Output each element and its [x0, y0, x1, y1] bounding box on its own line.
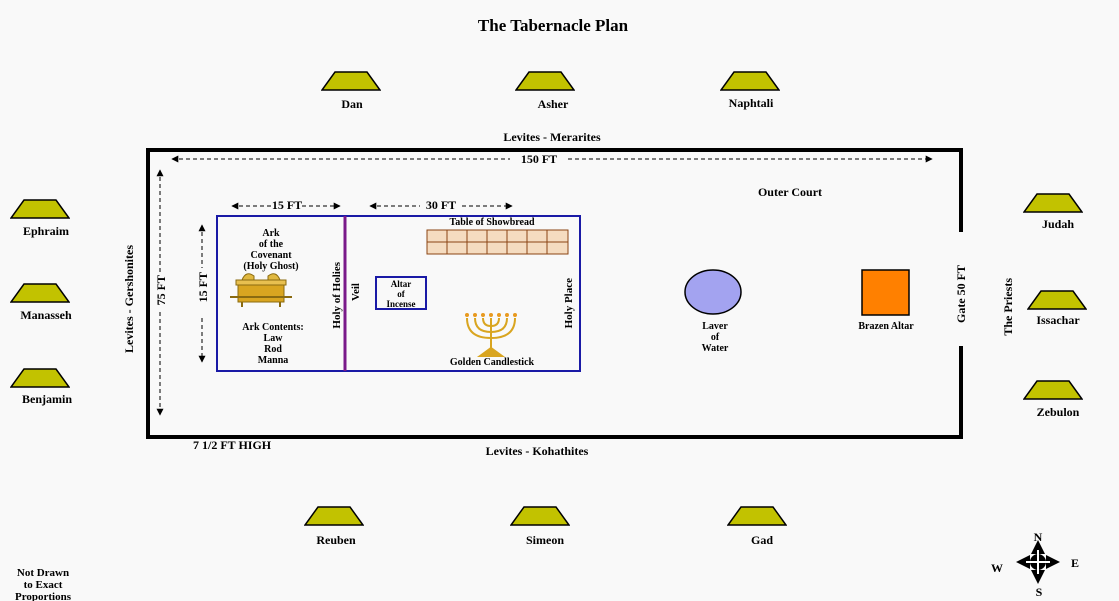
holy-place-label: Holy Place: [563, 278, 575, 329]
tribe-tent-icon: [727, 506, 787, 526]
tribe-tent-icon: [720, 71, 780, 91]
note-line: to Exact: [23, 579, 63, 591]
incense-label-line: of: [397, 289, 405, 299]
tribe-tent-icon: [10, 283, 70, 303]
tribe-tent-icon: [510, 506, 570, 526]
tribe-tent-icon: [321, 71, 381, 91]
tribe-tent-icon: [1027, 290, 1087, 310]
laver-label-line: Water: [701, 343, 729, 354]
showbread-label: Table of Showbread: [449, 217, 535, 228]
ark-label-line: Covenant: [250, 250, 292, 261]
tribe-label-issachar: Issachar: [1036, 313, 1080, 327]
ark-label-line: (Holy Ghost): [243, 261, 299, 272]
page-title: The Tabernacle Plan: [477, 16, 629, 35]
holy-of-holies-label: Holy of Holies: [331, 262, 343, 329]
levites-south-label: Levites - Kohathites: [485, 444, 589, 458]
width-label: 75 FT: [154, 275, 168, 306]
tribe-tent-icon: [515, 71, 575, 91]
compass-icon: [1016, 540, 1060, 584]
compass-north-label: N: [1033, 530, 1043, 544]
outer-court-label: Outer Court: [757, 185, 823, 199]
compass-south-label: S: [1035, 585, 1043, 599]
brazen-altar-label: Brazen Altar: [858, 321, 914, 332]
ark-contents-line: Law: [263, 333, 283, 344]
candlestick-icon: [466, 317, 516, 357]
brazen-altar: [861, 269, 910, 316]
tribe-label-zebulon: Zebulon: [1036, 405, 1080, 419]
candle-flames: [465, 313, 517, 317]
laver-label: Laver of Water: [702, 321, 729, 354]
proportions-note: Not Drawn to Exact Proportions: [15, 567, 71, 601]
ark-label-line: Ark: [262, 228, 280, 239]
compass-east-label: E: [1070, 556, 1080, 570]
outer-court-wall: [146, 148, 963, 439]
candlestick-label: Golden Candlestick: [449, 357, 535, 368]
ark-label-line: of the: [258, 239, 284, 250]
incense-label-line: Altar: [390, 279, 412, 289]
gate-label: Gate 50 FT: [954, 265, 968, 323]
holies-length-label: 15 FT: [271, 198, 303, 212]
holy-place-length-label: 30 FT: [425, 198, 457, 212]
tribe-label-reuben: Reuben: [316, 533, 356, 547]
priests-label: The Priests: [1001, 278, 1015, 336]
incense-label-line: Incense: [386, 299, 416, 309]
tribe-label-asher: Asher: [537, 97, 569, 111]
tribe-tent-icon: [10, 368, 70, 388]
holies-width-label: 15 FT: [196, 272, 210, 303]
tribe-tent-icon: [1023, 193, 1083, 213]
tribe-tent-icon: [10, 199, 70, 219]
ark-contents-line: Manna: [257, 355, 289, 366]
altar-of-incense: [375, 276, 427, 310]
levites-north-label: Levites - Merarites: [503, 130, 601, 144]
tabernacle-tent: [216, 215, 581, 372]
note-line: Not Drawn: [16, 567, 70, 579]
tribe-label-gad: Gad: [750, 533, 774, 547]
ark-contents-line: Ark Contents:: [242, 322, 304, 333]
ark-contents-line: Rod: [264, 344, 282, 355]
length-label: 150 FT: [520, 152, 558, 166]
incense-label: Altar of Incense: [387, 279, 416, 309]
table-of-showbread: [426, 229, 569, 255]
height-label: 7 1/2 FT HIGH: [193, 438, 272, 452]
ark-label: Ark of the Covenant (Holy Ghost): [243, 228, 298, 272]
tribe-label-dan: Dan: [341, 97, 363, 111]
note-line: Proportions: [14, 591, 72, 601]
tribe-label-manasseh: Manasseh: [20, 308, 72, 322]
ark-icon: [230, 273, 292, 307]
tribe-tent-icon: [304, 506, 364, 526]
tribe-label-benjamin: Benjamin: [21, 392, 73, 406]
compass-west-label: W: [991, 561, 1003, 575]
veil-label: Veil: [350, 283, 362, 301]
laver-of-water: [684, 269, 742, 315]
laver-label-line: of: [710, 332, 720, 343]
tribe-tent-icon: [1023, 380, 1083, 400]
tribe-label-simeon: Simeon: [525, 533, 565, 547]
levites-west-label: Levites - Gershonites: [122, 245, 136, 353]
tribe-label-naphtali: Naphtali: [728, 96, 774, 110]
ark-contents-label: Ark Contents: Law Rod Manna: [242, 322, 303, 366]
laver-label-line: Laver: [702, 321, 728, 332]
tribe-label-ephraim: Ephraim: [22, 224, 70, 238]
tribe-label-judah: Judah: [1041, 217, 1075, 231]
